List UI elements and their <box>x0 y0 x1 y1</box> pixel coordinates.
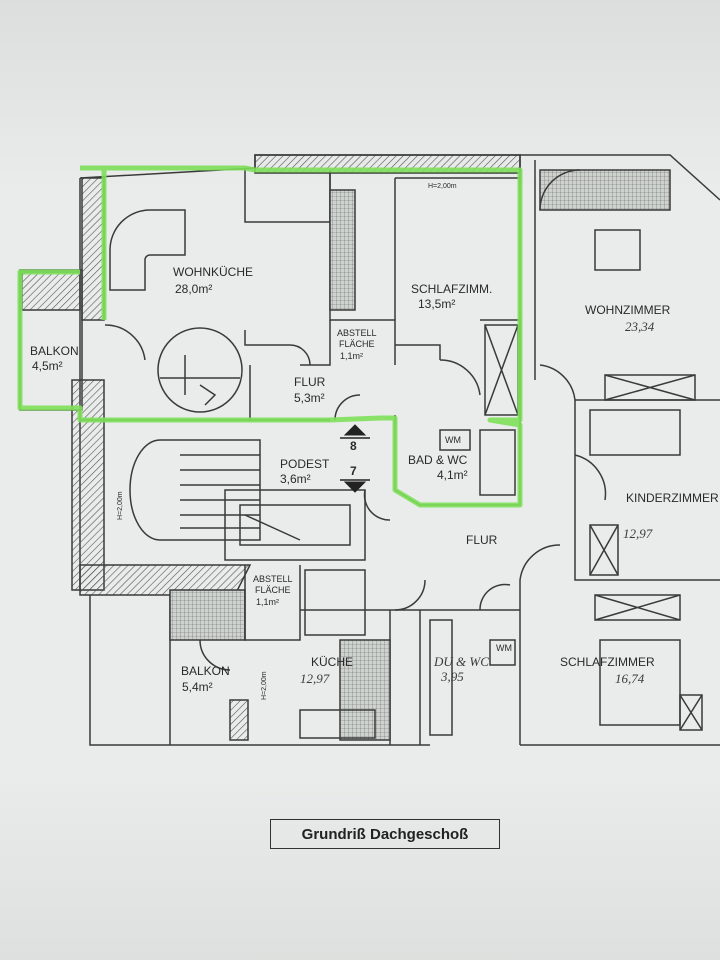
room-wohnzimmer-area: 23,34 <box>625 319 655 334</box>
room-flur2-name: FLUR <box>466 533 498 547</box>
room-kinderzimmer-area: 12,97 <box>623 526 653 541</box>
room-kinderzimmer-name: KINDERZIMMER <box>626 491 719 505</box>
room-abstell2-area: 1,1m² <box>256 597 280 607</box>
room-kueche-area: 12,97 <box>300 671 330 686</box>
stair-down-number: 7 <box>350 464 357 478</box>
room-abstell1-area: 1,1m² <box>340 351 364 361</box>
walls <box>19 154 720 746</box>
room-du-area: 3,95 <box>441 669 464 684</box>
green-highlight-outline <box>17 165 523 508</box>
room-flur1-name: FLUR <box>294 375 326 389</box>
plan-title: Grundriß Dachgeschoß <box>270 819 500 849</box>
room-schlafzimmer2-area: 16,74 <box>615 671 645 686</box>
height-label-2: H=2,00m <box>117 491 124 520</box>
room-balkon2-area: 5,4m² <box>182 680 213 694</box>
left-wall-hatch <box>81 177 105 321</box>
room-abstell1-name2: FLÄCHE <box>339 339 375 349</box>
room-podest-area: 3,6m² <box>280 472 311 486</box>
room-du-name: DU & WC <box>434 654 489 669</box>
room-schlafzimm-area: 13,5m² <box>418 297 456 311</box>
room-du-wm: WM <box>496 643 512 653</box>
room-bad-area: 4,1m² <box>437 468 468 482</box>
room-schlafzimmer2-name: SCHLAFZIMMER <box>560 655 655 669</box>
height-label-1: H=2,00m <box>428 183 457 190</box>
room-abstell2-name2: FLÄCHE <box>255 585 291 595</box>
room-abstell2-name1: ABSTELL <box>253 574 293 584</box>
room-balkon1-name: BALKON <box>30 344 79 358</box>
room-bad-wm: WM <box>445 435 461 445</box>
room-podest-name: PODEST <box>280 457 330 471</box>
room-wohnzimmer-name: WOHNZIMMER <box>585 303 671 317</box>
room-schlafzimm-name: SCHLAFZIMM. <box>411 282 493 296</box>
room-balkon2-name: BALKON <box>181 664 230 678</box>
room-bad-name: BAD & WC <box>408 453 468 467</box>
room-flur1-area: 5,3m² <box>294 391 325 405</box>
room-wohnkueche-name: WOHNKÜCHE <box>173 265 253 279</box>
height-label-3: H=2,00m <box>261 671 268 700</box>
stair-up-number: 8 <box>350 439 357 453</box>
room-abstell1-name1: ABSTELL <box>337 328 377 338</box>
room-wohnkueche-area: 28,0m² <box>175 282 213 296</box>
room-balkon1-area: 4,5m² <box>32 359 63 373</box>
stair-arrows <box>340 424 370 493</box>
room-kueche-name: KÜCHE <box>311 655 354 669</box>
